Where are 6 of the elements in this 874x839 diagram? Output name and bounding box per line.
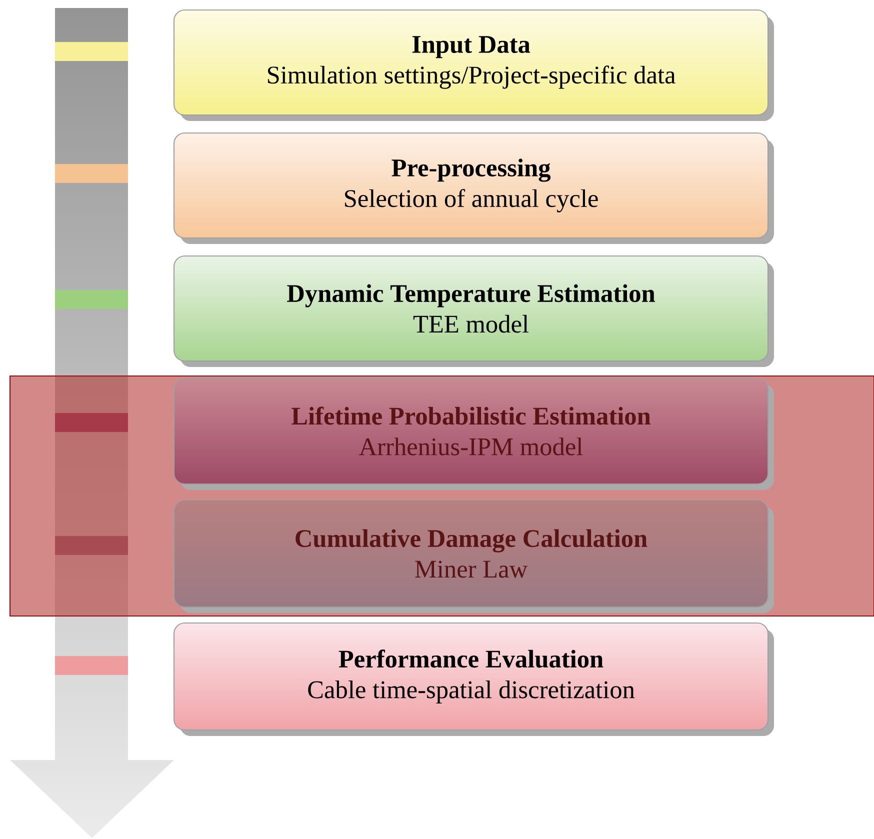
process-box: Lifetime Probabilistic Estimation Arrhenius-IPM model: [173, 377, 774, 490]
process-box: Pre-processing Selection of annual cycle: [173, 132, 774, 244]
process-box: Dynamic Temperature Estimation TEE model: [173, 255, 774, 367]
process-box: Performance Evaluation Cable time-spatial discretization: [173, 622, 774, 736]
process-box: Input Data Simulation settings/Project-specific data: [173, 9, 774, 121]
process-box: Cumulative Damage Calculation Miner Law: [173, 499, 774, 613]
